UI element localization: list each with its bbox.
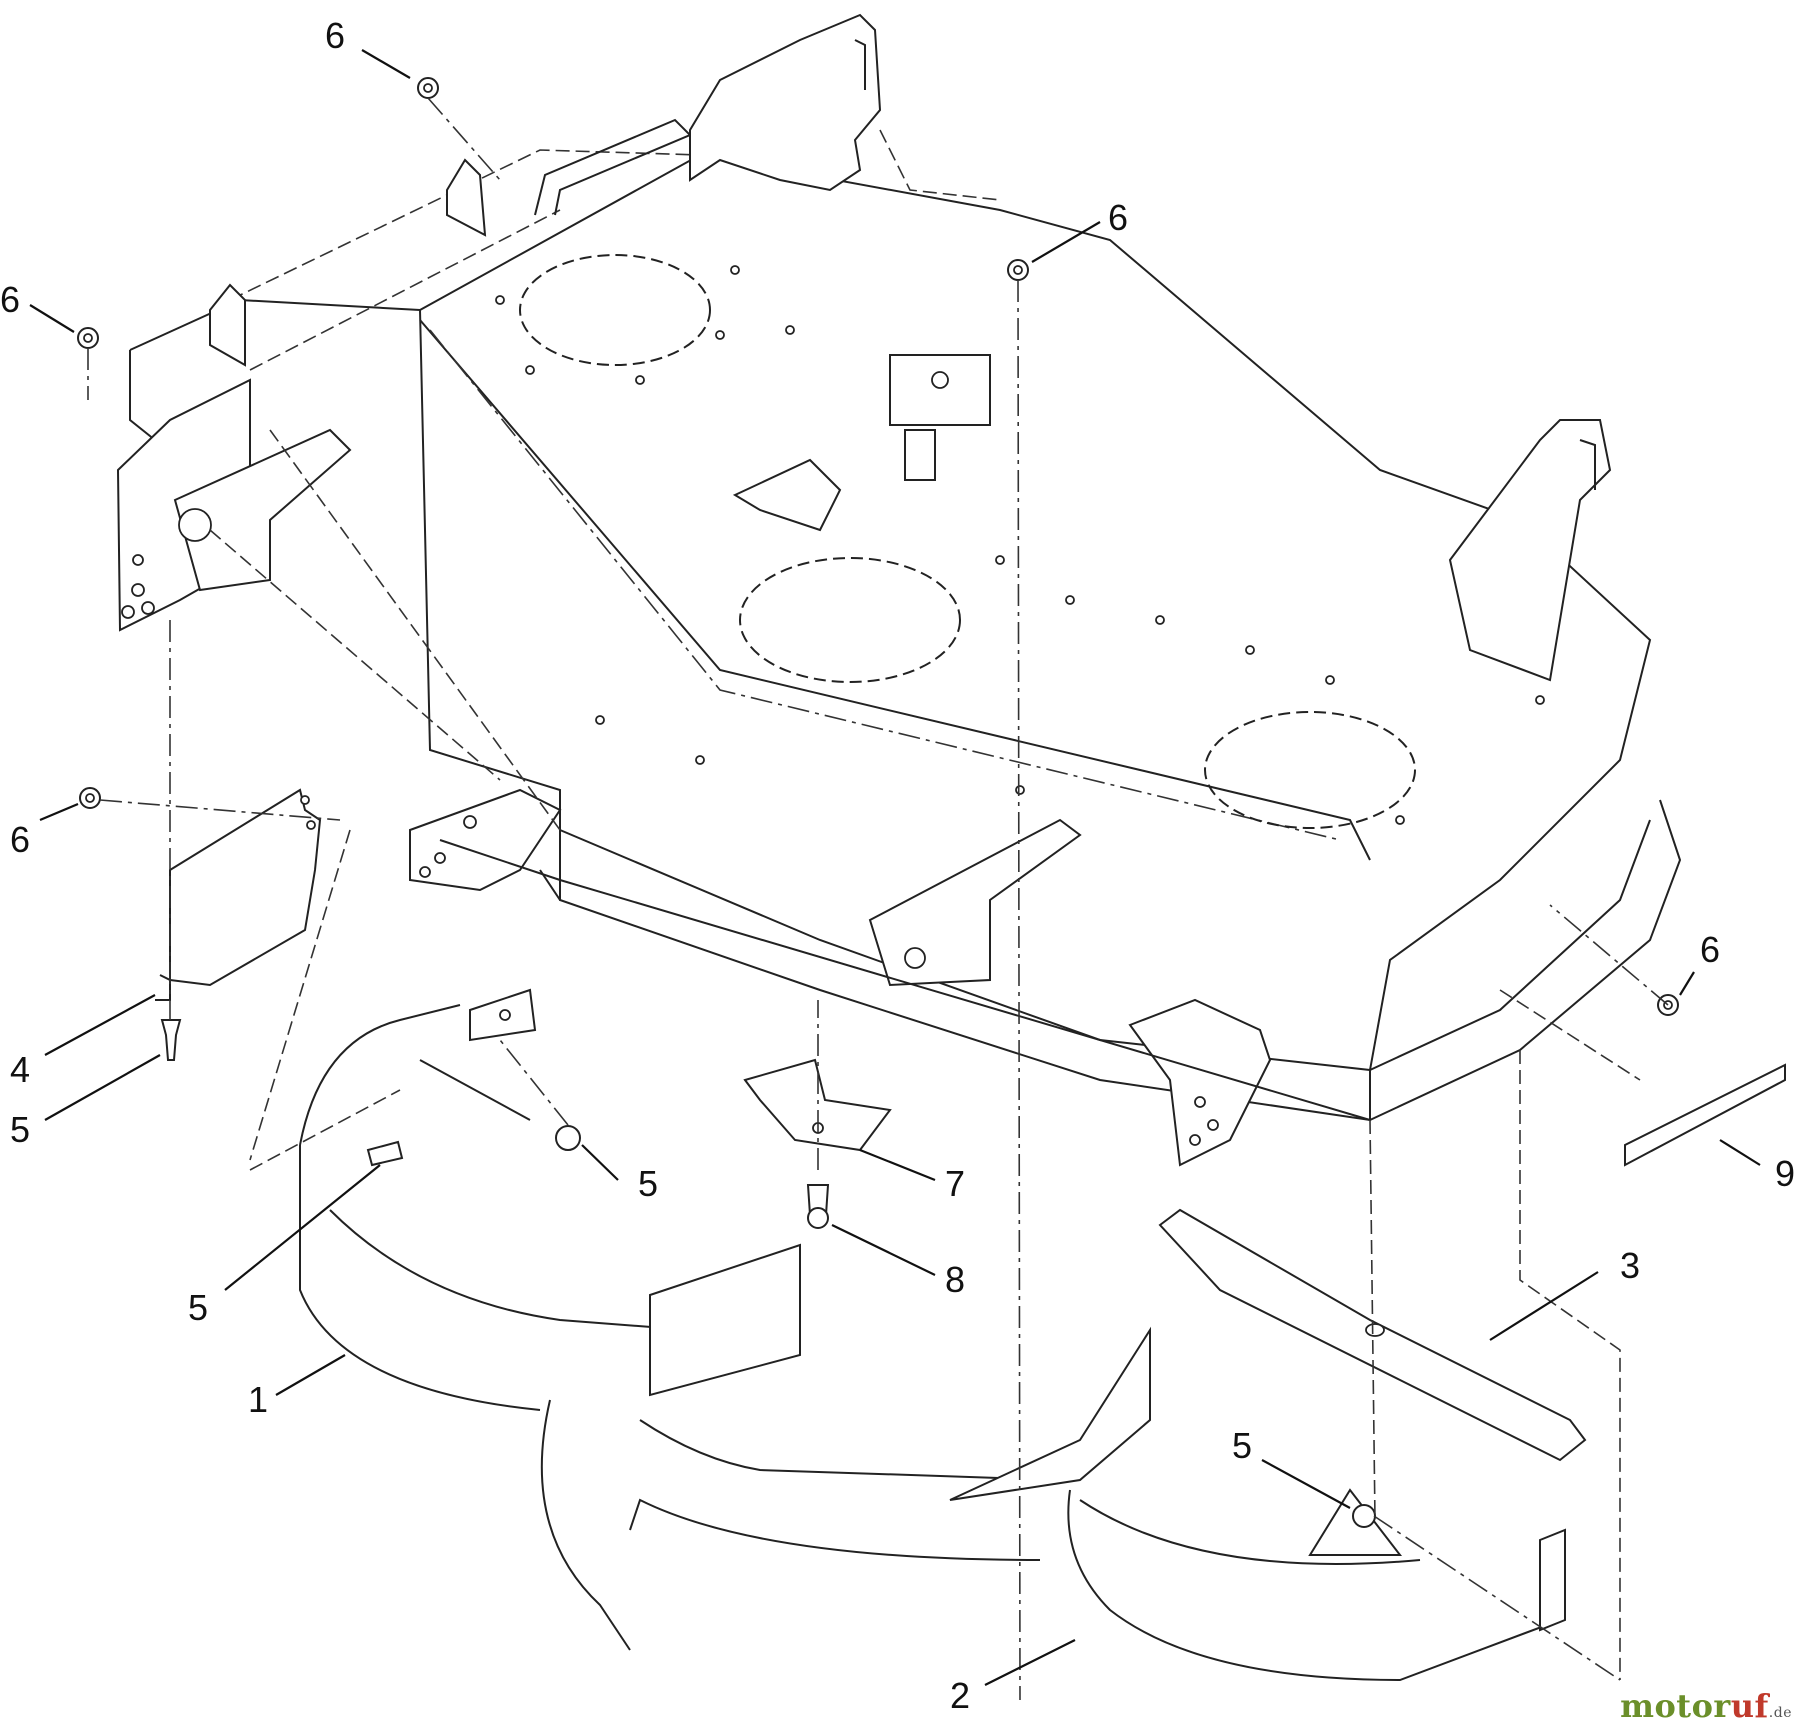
part-side-plate (155, 788, 322, 1001)
watermark-part2: uf (1730, 1687, 1769, 1725)
leader-lines (29, 49, 1761, 1686)
callout-3: 3 (1620, 1245, 1640, 1286)
callout-9: 9 (1775, 1153, 1795, 1194)
callout-7: 7 (945, 1163, 965, 1204)
callout-5-baffle: 5 (188, 1287, 208, 1328)
callout-6-side: 6 (10, 819, 30, 860)
callout-6-right: 6 (1700, 929, 1720, 970)
assembly-guide-lines (87, 97, 1669, 1701)
callout-6-center: 6 (1108, 197, 1128, 238)
fasteners (77, 77, 1679, 1528)
callout-6-left: 6 (0, 279, 20, 320)
callout-4: 4 (10, 1049, 30, 1090)
callout-8: 8 (945, 1259, 965, 1300)
callout-5-center: 5 (638, 1163, 658, 1204)
part-blade (1158, 1208, 1587, 1462)
watermark-suffix: .de (1768, 1705, 1792, 1721)
callout-5-right: 5 (1232, 1425, 1252, 1466)
callout-labels: 6 6 6 6 6 4 5 5 5 5 7 8 9 3 1 2 (0, 15, 1795, 1716)
watermark-logo: motoruf.de (1620, 1687, 1792, 1725)
callout-5-left: 5 (10, 1109, 30, 1150)
callout-2: 2 (950, 1675, 970, 1716)
watermark-part1: motor (1620, 1687, 1731, 1725)
mower-deck-housing (116, 13, 1682, 1167)
part-strip (1624, 1063, 1786, 1167)
part-baffle-left (299, 988, 801, 1411)
callout-1: 1 (248, 1379, 268, 1420)
callout-6-top: 6 (325, 15, 345, 56)
